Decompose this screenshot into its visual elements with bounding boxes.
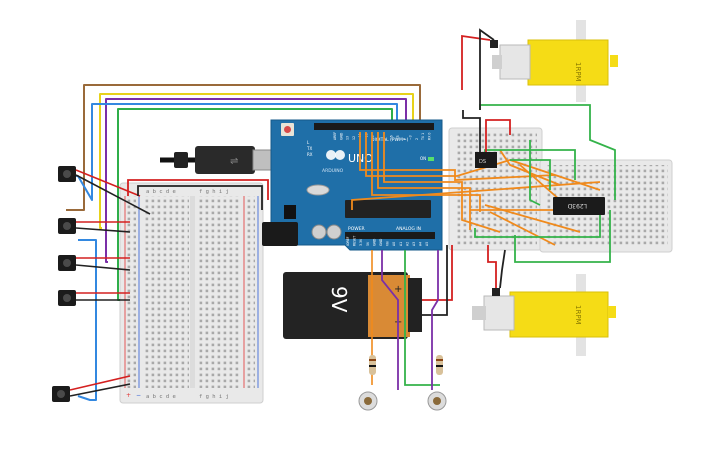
bb-minus-sign: − bbox=[136, 392, 141, 399]
bb-col-labels-top-right: f g h i j bbox=[199, 189, 229, 195]
ir-sensor-1 bbox=[58, 166, 151, 215]
battery-plus: + bbox=[394, 284, 402, 295]
digital-pin-label-9: ~6 bbox=[390, 135, 394, 140]
wire-blue-bottom bbox=[77, 239, 97, 401]
analog-pin-label-2: A2 bbox=[405, 242, 409, 246]
usb-cable: ⇌ bbox=[160, 146, 282, 174]
digital-pin-label-15: RX 0 bbox=[428, 133, 432, 140]
ldr-sensors bbox=[358, 250, 447, 411]
atmega-chip bbox=[345, 200, 431, 218]
digital-pin-label-8: 7 bbox=[383, 138, 387, 140]
reset-button[interactable] bbox=[284, 126, 291, 133]
digital-header bbox=[314, 123, 434, 130]
wire-black-rail bbox=[137, 185, 263, 210]
arduino-brand: ARDUINO bbox=[322, 168, 344, 174]
ir-sensor-2 bbox=[58, 218, 131, 234]
power-pin-label-1: RESET bbox=[353, 236, 357, 246]
digital-pin-label-2: 13 bbox=[346, 136, 350, 140]
slide-switch[interactable]: DS bbox=[462, 110, 511, 168]
power-pin-label-3: 5V bbox=[366, 241, 370, 246]
analog-pin-label-4: A4 bbox=[419, 242, 423, 246]
ir-sensor-group bbox=[52, 166, 151, 402]
breadboard-mini-a bbox=[448, 127, 543, 251]
switch-label: DS bbox=[479, 159, 486, 165]
battery-9v: 9V + − bbox=[283, 245, 453, 339]
power-pin-label-2: 3.3V bbox=[359, 238, 363, 246]
rx-led-label: RX bbox=[307, 152, 313, 157]
analog-pin-label-1: A1 bbox=[399, 242, 403, 246]
on-led-label: ON bbox=[420, 156, 426, 161]
wire-purple bbox=[105, 98, 407, 263]
power-pin-label-6: Vin bbox=[386, 241, 390, 246]
digital-header-label: DIGITAL (PWM~) bbox=[371, 137, 409, 143]
motor-driver-chip: L293D bbox=[553, 197, 605, 215]
ir-sensor-5 bbox=[52, 375, 131, 402]
tx-led-label: TX bbox=[306, 146, 312, 151]
dc-motor-bottom: 1RPM bbox=[472, 245, 616, 356]
dc-motor-top: 1RPM bbox=[461, 20, 618, 110]
ir-sensor-3 bbox=[58, 255, 131, 271]
arduino-logo-icon bbox=[326, 150, 336, 160]
on-led-icon bbox=[428, 157, 434, 161]
power-pin-label-4: GND bbox=[372, 238, 376, 246]
digital-pin-label-14: TX 1 bbox=[421, 133, 425, 141]
arduino-uno[interactable]: ARDUINO UNO DIGITAL (PWM~) POWER ANALOG … bbox=[262, 119, 443, 251]
bb-col-labels-top-left: a b c d e bbox=[146, 189, 176, 195]
wire-yellow bbox=[99, 93, 414, 229]
power-pin-label-5: GND bbox=[379, 238, 383, 246]
analog-pin-label-0: A0 bbox=[392, 242, 396, 246]
ir-sensor-4 bbox=[58, 290, 130, 306]
digital-pin-label-3: 12 bbox=[352, 136, 356, 140]
analog-pin-label-5: A5 bbox=[425, 242, 429, 246]
motor-bottom-label: 1RPM bbox=[574, 305, 582, 325]
l-led-label: L bbox=[307, 140, 310, 145]
battery-label: 9V bbox=[327, 286, 351, 313]
digital-pin-label-7: 8 bbox=[377, 138, 381, 140]
digital-pin-label-12: ~3 bbox=[409, 135, 413, 140]
usb-icon: ⇌ bbox=[230, 156, 238, 167]
power-pin-label-0: IOREF bbox=[346, 236, 350, 246]
bb-plus-sign: + bbox=[126, 392, 131, 399]
motor-top-label: 1RPM bbox=[574, 62, 582, 82]
digital-pin-label-13: 2 bbox=[415, 138, 419, 140]
analog-header-label: ANALOG IN bbox=[396, 226, 421, 232]
wire-brown bbox=[66, 84, 421, 211]
analog-pin-label-3: A3 bbox=[412, 242, 416, 246]
driver-chip-label: L293D bbox=[567, 202, 587, 209]
breadboard-main: a b c d e f g h i j a b c d e f g h i j … bbox=[119, 182, 264, 404]
digital-pin-label-1: GND bbox=[339, 132, 343, 140]
wire-red-rail bbox=[127, 179, 269, 200]
bb-col-labels-bottom-right: f g h i j bbox=[199, 394, 229, 400]
power-header-label: POWER bbox=[348, 226, 365, 232]
digital-pin-label-11: 4 bbox=[402, 138, 406, 140]
digital-pin-label-0: AREF bbox=[333, 132, 337, 140]
bb-col-labels-bottom-left: a b c d e bbox=[146, 394, 176, 400]
power-analog-header bbox=[345, 232, 435, 239]
digital-pin-label-10: ~5 bbox=[396, 135, 400, 140]
power-jack bbox=[262, 222, 298, 246]
